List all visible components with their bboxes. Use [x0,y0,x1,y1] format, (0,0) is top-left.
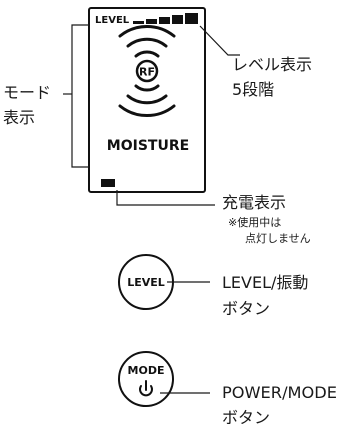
level-display-steps: 5段階 [232,80,274,99]
battery-icon [101,179,115,187]
mode-text: MOISTURE [107,138,189,154]
level-bars [133,13,198,24]
rf-wave-icon [118,25,176,117]
power-icon [139,380,153,397]
level-bar-5 [185,13,198,24]
level-bar-1 [133,21,144,24]
rf-logo: RF [139,66,155,79]
level-display-label: レベル表示 [232,55,312,74]
level-callout-line [199,25,240,56]
charge-note-line-2: 点灯しません [245,232,311,245]
level-button-label: LEVEL [127,276,165,289]
level-button-description: LEVEL/振動 [222,273,308,292]
mode-display-label: モード [3,83,51,102]
screen-level-label: LEVEL [95,15,130,26]
level-bar-3 [159,17,170,24]
power-button-description-2: ボタン [222,408,270,427]
mode-button-label: MODE [128,364,165,377]
level-bar-2 [146,19,157,24]
charge-display-label: 充電表示 [222,193,286,212]
mode-power-button[interactable] [118,351,174,407]
level-button-description-2: ボタン [222,299,270,318]
level-bar-4 [172,15,183,24]
charge-callout-line [116,190,215,206]
power-button-description: POWER/MODE [222,383,337,402]
display-panel [88,7,206,193]
mode-display-label-2: 表示 [3,108,35,127]
mode-callout-bracket [63,24,89,168]
charge-note-line-1: ※使用中は [228,216,281,229]
rf-logo-ring [135,59,159,83]
